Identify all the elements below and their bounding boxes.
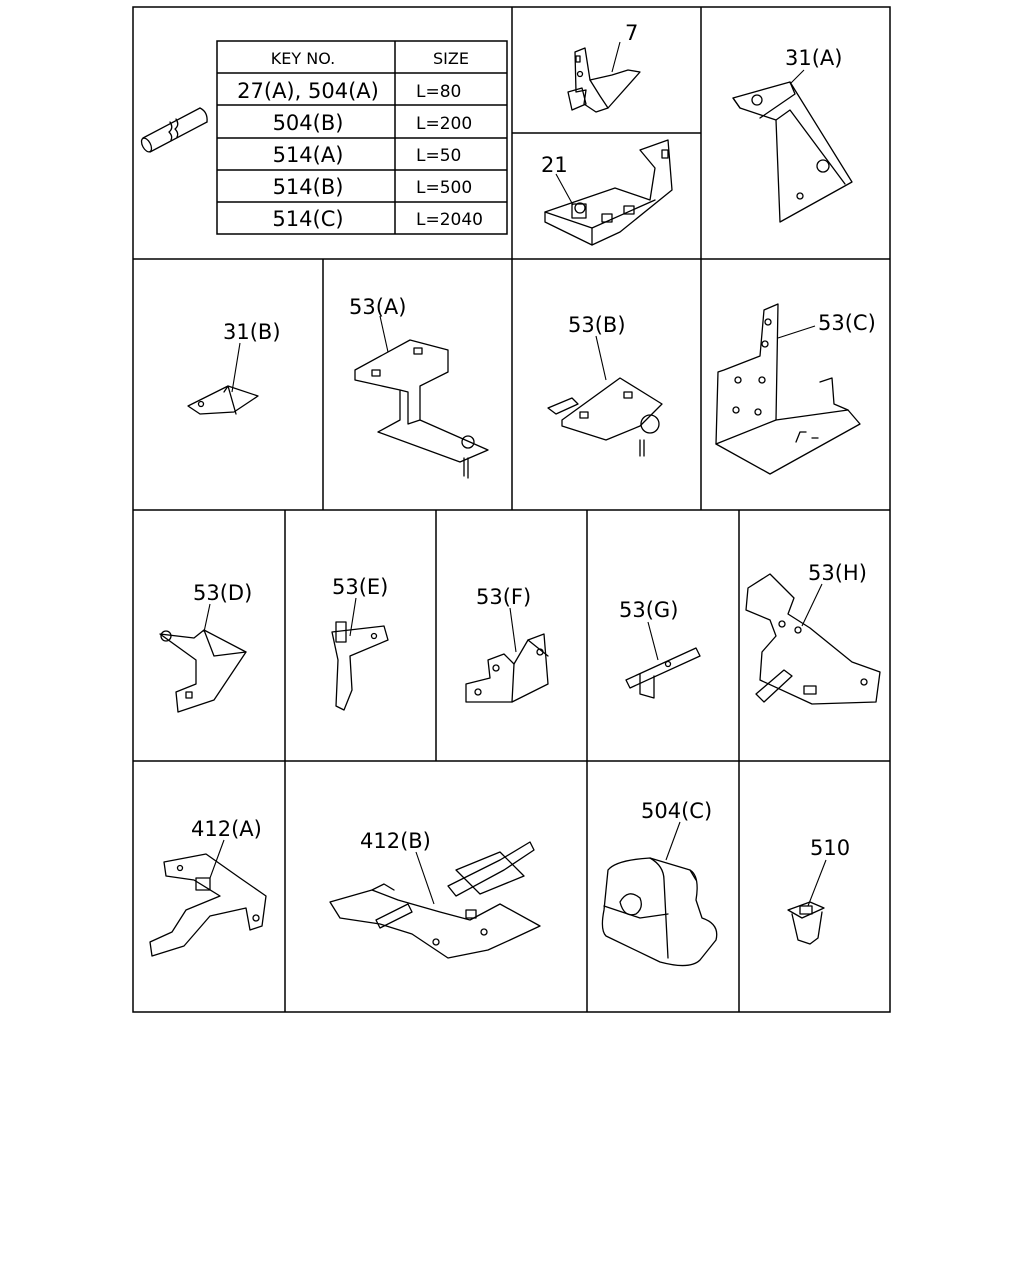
part-31b-drawing bbox=[187, 385, 259, 415]
table-row-1-key: 27(A), 504(A) bbox=[237, 79, 379, 103]
part-412b-drawing bbox=[329, 841, 541, 959]
part-53g-drawing bbox=[625, 647, 701, 699]
callout-53a: 53(A) bbox=[349, 295, 406, 319]
callout-53f: 53(F) bbox=[476, 585, 531, 609]
part-53h-drawing bbox=[745, 573, 881, 705]
table-row-3-key: 514(A) bbox=[273, 143, 344, 167]
callout-7: 7 bbox=[625, 21, 638, 45]
table-row-3-size: L=50 bbox=[416, 146, 461, 166]
callout-504c: 504(C) bbox=[641, 799, 712, 823]
callout-510: 510 bbox=[810, 836, 850, 860]
callout-53d: 53(D) bbox=[193, 581, 252, 605]
table-row-2-key: 504(B) bbox=[273, 111, 344, 135]
callout-31b: 31(B) bbox=[223, 320, 281, 344]
table-row-5-size: L=2040 bbox=[416, 210, 483, 230]
size-table: KEY NO. SIZE 27(A), 504(A) L=80 504(B) L… bbox=[216, 40, 508, 235]
callout-412b: 412(B) bbox=[360, 829, 431, 853]
tube-part-drawing bbox=[140, 107, 208, 153]
callout-412a: 412(A) bbox=[191, 817, 262, 841]
part-53a-drawing bbox=[354, 339, 489, 479]
part-412a-drawing bbox=[149, 853, 267, 957]
table-row-1-size: L=80 bbox=[416, 82, 461, 102]
callout-31a: 31(A) bbox=[785, 46, 842, 70]
part-31a-drawing bbox=[732, 81, 853, 223]
part-510-drawing bbox=[787, 901, 825, 945]
table-header-key: KEY NO. bbox=[271, 49, 335, 68]
callout-53h: 53(H) bbox=[808, 561, 867, 585]
table-row-4-key: 514(B) bbox=[273, 175, 344, 199]
part-53d-drawing bbox=[159, 629, 247, 713]
part-53c-drawing bbox=[715, 303, 861, 475]
part-53e-drawing bbox=[331, 621, 389, 711]
part-53b-drawing bbox=[547, 377, 663, 457]
table-row-4-size: L=500 bbox=[416, 178, 472, 198]
callout-21: 21 bbox=[541, 153, 568, 177]
grid-frame bbox=[132, 6, 891, 1013]
part-7-drawing bbox=[567, 47, 641, 113]
callout-53b: 53(B) bbox=[568, 313, 626, 337]
part-21-drawing bbox=[544, 139, 673, 246]
part-53f-drawing bbox=[465, 633, 549, 703]
callout-53g: 53(G) bbox=[619, 598, 678, 622]
table-row-5-key: 514(C) bbox=[272, 207, 343, 231]
callout-53c: 53(C) bbox=[818, 311, 876, 335]
callout-53e: 53(E) bbox=[332, 575, 388, 599]
part-504c-drawing bbox=[601, 857, 718, 967]
table-header-size: SIZE bbox=[433, 49, 469, 68]
table-row-2-size: L=200 bbox=[416, 114, 472, 134]
